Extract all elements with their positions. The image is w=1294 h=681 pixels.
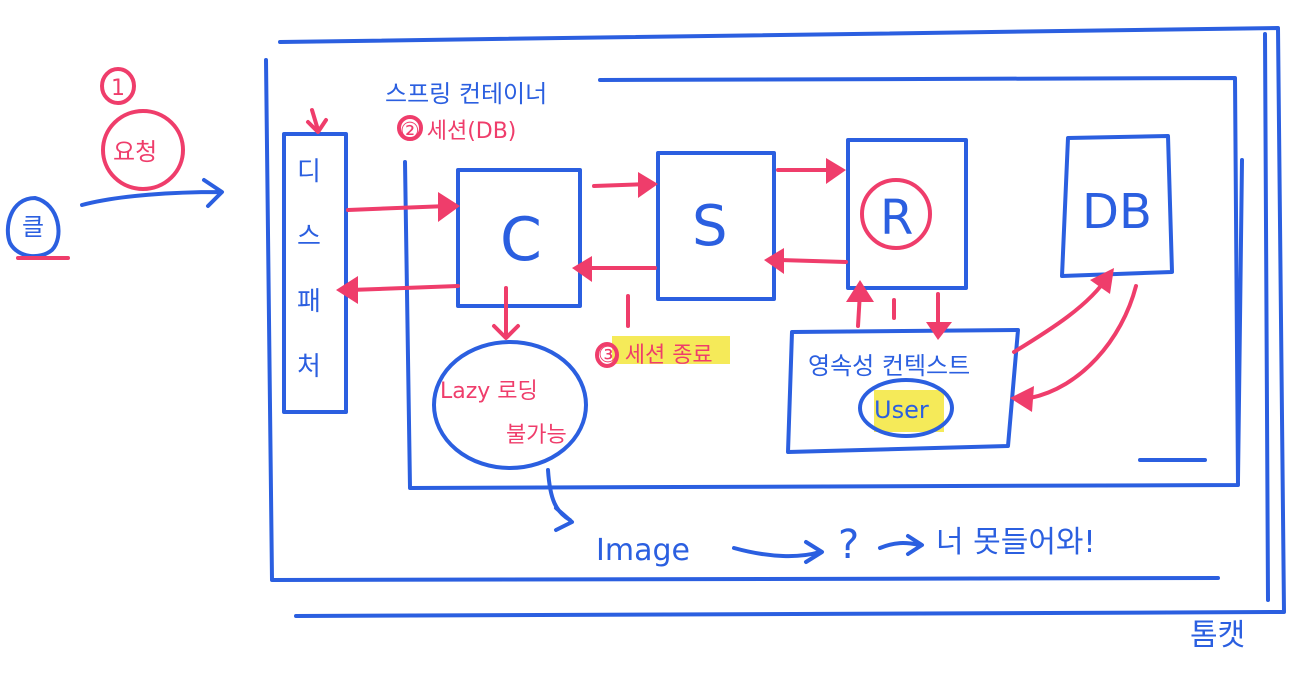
arrowhead-c-to-s [638, 172, 658, 198]
repository-circle [860, 178, 932, 250]
service-box [656, 151, 776, 301]
step1-number: 1 [111, 76, 125, 101]
request-arrow [80, 178, 224, 208]
request-circle [101, 109, 185, 191]
lazy-loading-circle [432, 340, 588, 470]
image-label: Image [596, 533, 690, 568]
step3-circle [595, 342, 619, 368]
dispatcher-char-3: 패 [297, 287, 321, 317]
arrowhead-r-to-pc [926, 322, 952, 340]
tomcat-box [264, 26, 1286, 618]
arrow-lazy-to-image [546, 468, 574, 532]
question-label: ? [838, 522, 859, 568]
session-close-highlight [612, 336, 730, 364]
arrowhead-ds-to-c [438, 192, 460, 222]
arrow-c-to-ds [348, 284, 460, 292]
repository-box [846, 138, 968, 290]
user-circle [858, 378, 954, 438]
service-label: S [692, 194, 728, 259]
dispatcher-char-1: 디 [297, 157, 321, 187]
client: 클 [5, 196, 70, 260]
dispatcher-char-4: 처 [297, 352, 321, 382]
arrow-db-to-pc [1028, 284, 1138, 400]
arrow-question-to-text [878, 534, 924, 556]
arrowhead-db-to-pc [1010, 386, 1034, 412]
persistence-context-label: 영속성 컨텍스트 [808, 352, 970, 380]
arrow-ds-to-c [346, 204, 450, 212]
arrowhead-s-to-r [826, 158, 846, 184]
step1-circle [100, 67, 136, 105]
arrowhead-pc-to-r [846, 280, 874, 302]
lazy-loading-line2: 불가능 [506, 423, 567, 448]
arrowhead-c-to-ds [336, 276, 358, 304]
controller-label: C [500, 205, 542, 275]
repository-label: R [880, 190, 913, 246]
request-label: 요청 [113, 138, 157, 166]
db-label: DB [1082, 184, 1152, 240]
spring-container-box [403, 76, 1244, 490]
arrow-c-to-lazy [492, 286, 520, 340]
you-come-label: 너 못들어와! [936, 525, 1096, 560]
arrow-r-to-s [778, 258, 848, 264]
arrowhead-pc-to-db [1090, 268, 1114, 294]
session-db-label: ② 세션(DB) [400, 119, 516, 144]
controller-box [456, 168, 582, 308]
session-close-label: ③ 세션 종료 [598, 343, 713, 368]
arrow-image-to-question [732, 540, 824, 564]
user-label: User [874, 396, 929, 424]
arrowhead-s-to-c [572, 256, 592, 282]
user-highlight [874, 390, 944, 432]
spring-container-label: 스프링 컨테이너 [385, 80, 547, 108]
step2-circle [397, 115, 423, 141]
arrowhead-r-to-s [764, 248, 784, 274]
lazy-loading-line1: Lazy 로딩 [440, 379, 538, 404]
db-box [1060, 134, 1174, 278]
arrow-pc-to-db [1012, 274, 1110, 354]
client-label: 클 [22, 213, 44, 241]
dispatcher-char-2: 스 [297, 222, 321, 252]
tomcat-label: 톰캣 [1190, 618, 1245, 653]
dispatcher-arrow-down [306, 108, 328, 134]
dispatcher-box [282, 132, 348, 414]
